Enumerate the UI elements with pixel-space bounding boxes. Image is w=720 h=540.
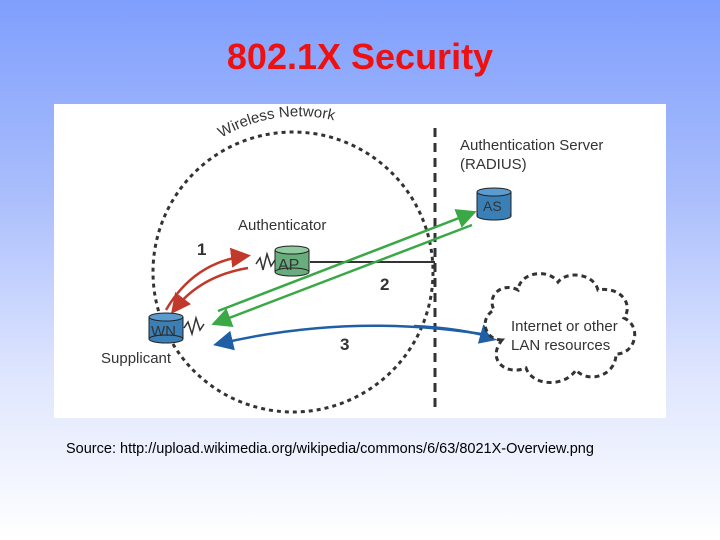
authenticator-label: Authenticator bbox=[238, 217, 326, 234]
step-1-label: 1 bbox=[197, 240, 206, 259]
as-node-label: AS bbox=[483, 198, 502, 214]
slide-title: 802.1X Security bbox=[226, 36, 494, 77]
internet-label-line2: LAN resources bbox=[511, 337, 610, 354]
step-2-arrow-to-wn bbox=[211, 223, 473, 327]
as-server-icon: AS bbox=[476, 187, 512, 221]
source-caption: Source: http://upload.wikimedia.org/wiki… bbox=[66, 441, 594, 457]
ap-access-point-icon: AP bbox=[274, 245, 310, 277]
step-1-arrow-to-wn bbox=[170, 266, 249, 314]
wn-wireless-node-icon: WN bbox=[148, 312, 184, 344]
wireless-network-boundary bbox=[151, 130, 435, 414]
step-3-label: 3 bbox=[340, 335, 349, 354]
ap-node-label: AP bbox=[278, 257, 299, 274]
wn-node-label: WN bbox=[151, 323, 176, 340]
step-3-arrow-to-internet bbox=[413, 324, 500, 344]
auth-server-label-line1: Authentication Server bbox=[460, 137, 603, 154]
diagram-panel: Wireless Network Authentication Server (… bbox=[54, 104, 666, 418]
supplicant-label: Supplicant bbox=[101, 350, 172, 367]
ap-wireless-signal-icon bbox=[255, 251, 276, 271]
internet-cloud-icon bbox=[483, 272, 637, 384]
diagram-svg: Wireless Network Authentication Server (… bbox=[101, 104, 637, 414]
step-2-arrow-to-as bbox=[217, 209, 477, 313]
auth-server-label-line2: (RADIUS) bbox=[460, 156, 527, 173]
internet-label-line1: Internet or other bbox=[511, 318, 618, 335]
wn-wireless-signal-icon bbox=[183, 315, 205, 337]
wireless-network-label: Wireless Network bbox=[215, 104, 337, 141]
step-2-label: 2 bbox=[380, 275, 389, 294]
